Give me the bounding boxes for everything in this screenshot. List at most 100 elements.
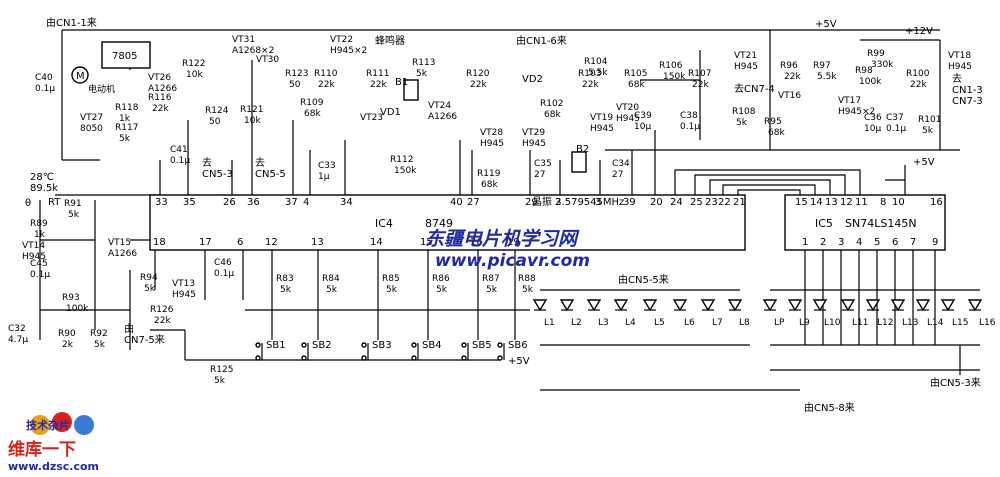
- ic5-top-pin: 13: [825, 197, 838, 208]
- capacitor-value: 0.1μ: [30, 270, 50, 280]
- led-symbol: [532, 299, 548, 312]
- resistor-id: R113: [412, 58, 435, 68]
- resistor-value: 5k: [326, 285, 338, 295]
- wiring: [39, 29, 980, 391]
- ic5-top-pin: 12: [840, 197, 853, 208]
- resistor-value: 5k: [486, 285, 498, 295]
- resistor-id: R123: [285, 69, 308, 79]
- resistor-value: 5k: [386, 285, 398, 295]
- led-symbol: [890, 299, 906, 312]
- logo-url: www.dzsc.com: [8, 460, 99, 473]
- led-label: L13: [902, 318, 918, 328]
- transistor-id: VT27: [80, 113, 103, 123]
- resistor-value: 22k: [318, 80, 335, 90]
- label-from-cn1-6: 由CN1-6来: [516, 34, 567, 47]
- transistor-id: VT21: [734, 51, 757, 61]
- switch-label: SB4: [422, 340, 442, 351]
- logo-text: 维库一下: [8, 439, 76, 460]
- transistor-part: 8050: [80, 124, 103, 134]
- resistor-value: 68k: [628, 80, 645, 90]
- resistor-value: 50: [289, 80, 301, 90]
- resistor-id: R94: [140, 273, 158, 283]
- transistor-id: VT18: [948, 51, 971, 61]
- transistor-id: VT29: [522, 128, 545, 138]
- transistor-id: VT30: [256, 55, 279, 65]
- resistor-value: 1k: [119, 114, 131, 124]
- led-symbol: [586, 299, 602, 312]
- motor-label: 电动机: [88, 83, 115, 95]
- capacitor-value: 0.1μ: [886, 124, 906, 134]
- resistor-id: R91: [64, 199, 82, 209]
- resistor-value: 68k: [481, 180, 498, 190]
- label-plus5v-buttons: +5V: [508, 356, 530, 367]
- capacitor-id: C37: [886, 113, 904, 123]
- resistor-value: 10k: [186, 70, 203, 80]
- ic4-top-pin: 4: [303, 197, 309, 208]
- transistor-id: VT13: [172, 279, 195, 289]
- resistor-id: R121: [240, 105, 263, 115]
- resistor-id: R88: [518, 274, 536, 284]
- resistor-id: R117: [115, 123, 138, 133]
- resistor-id: R120: [466, 69, 490, 79]
- transistor-part: A1266: [108, 249, 137, 259]
- transistor-id: VT20: [616, 103, 639, 113]
- led-label: L11: [852, 318, 868, 328]
- led-label: L7: [712, 318, 723, 328]
- buzzer-b1: [403, 79, 419, 101]
- transistor-id: VT28: [480, 128, 503, 138]
- resistor-id: R107: [688, 69, 711, 79]
- led-symbol: [559, 299, 575, 312]
- ic5-bottom-pin: 3: [838, 237, 844, 248]
- resistor-value: 150k: [663, 72, 686, 82]
- switch-contact: [411, 342, 417, 348]
- label-from-cn5-8: 由CN5-8来: [804, 401, 855, 414]
- ic5-box: [784, 194, 946, 251]
- capacitor-value: 0.1μ: [680, 122, 700, 132]
- ic5-top-pin: 14: [810, 197, 823, 208]
- resistor-value: 22k: [582, 80, 599, 90]
- led-label: L12: [877, 318, 893, 328]
- ic4-link-pin: 25: [690, 197, 703, 208]
- label-to-cn7-4: 去CN7-4: [734, 83, 775, 95]
- label-rt: RT: [48, 197, 61, 208]
- switch-contact: [255, 342, 261, 348]
- led-symbol: [840, 299, 856, 312]
- ic4-top-pin: 39: [623, 197, 636, 208]
- ic4-link-pin: 22: [718, 197, 731, 208]
- label-from-cn1-1: 由CN1-1来: [46, 16, 97, 29]
- b1-label: B1: [395, 77, 408, 88]
- transistor-part: H945: [172, 290, 196, 300]
- capacitor-id: C34: [612, 159, 630, 169]
- ic5-top-pin: 16: [930, 197, 943, 208]
- ic5-part: SN74LS145N: [845, 217, 917, 230]
- transistor-part: H945: [616, 114, 640, 124]
- capacitor-value: 0.1μ: [35, 84, 55, 94]
- ic4-bottom-pin: 13: [311, 237, 324, 248]
- ic4-top-pin: 33: [155, 197, 168, 208]
- ic5-bottom-pin: 7: [910, 237, 916, 248]
- resistor-id: R116: [148, 93, 172, 103]
- transistor-part: H945×2: [838, 107, 875, 117]
- transistor-part: H945: [948, 62, 972, 72]
- ic5-bottom-pin: 4: [856, 237, 862, 248]
- ic4-bottom-pin: 19: [507, 237, 520, 248]
- resistor-id: R98: [855, 66, 873, 76]
- resistor-value: 68k: [768, 128, 785, 138]
- switch-contact: [497, 342, 503, 348]
- switch-contact: [461, 342, 467, 348]
- led-label: L5: [654, 318, 665, 328]
- led-label: L1: [544, 318, 555, 328]
- ic5-bottom-pin: 1: [802, 237, 808, 248]
- resistor-id: R108: [732, 107, 756, 117]
- ic5-label: IC5: [815, 217, 833, 230]
- led-label: L9: [799, 318, 810, 328]
- led-symbol: [940, 299, 956, 312]
- ic4-top-pin: 3: [595, 197, 601, 208]
- transistor-part: H945: [480, 139, 504, 149]
